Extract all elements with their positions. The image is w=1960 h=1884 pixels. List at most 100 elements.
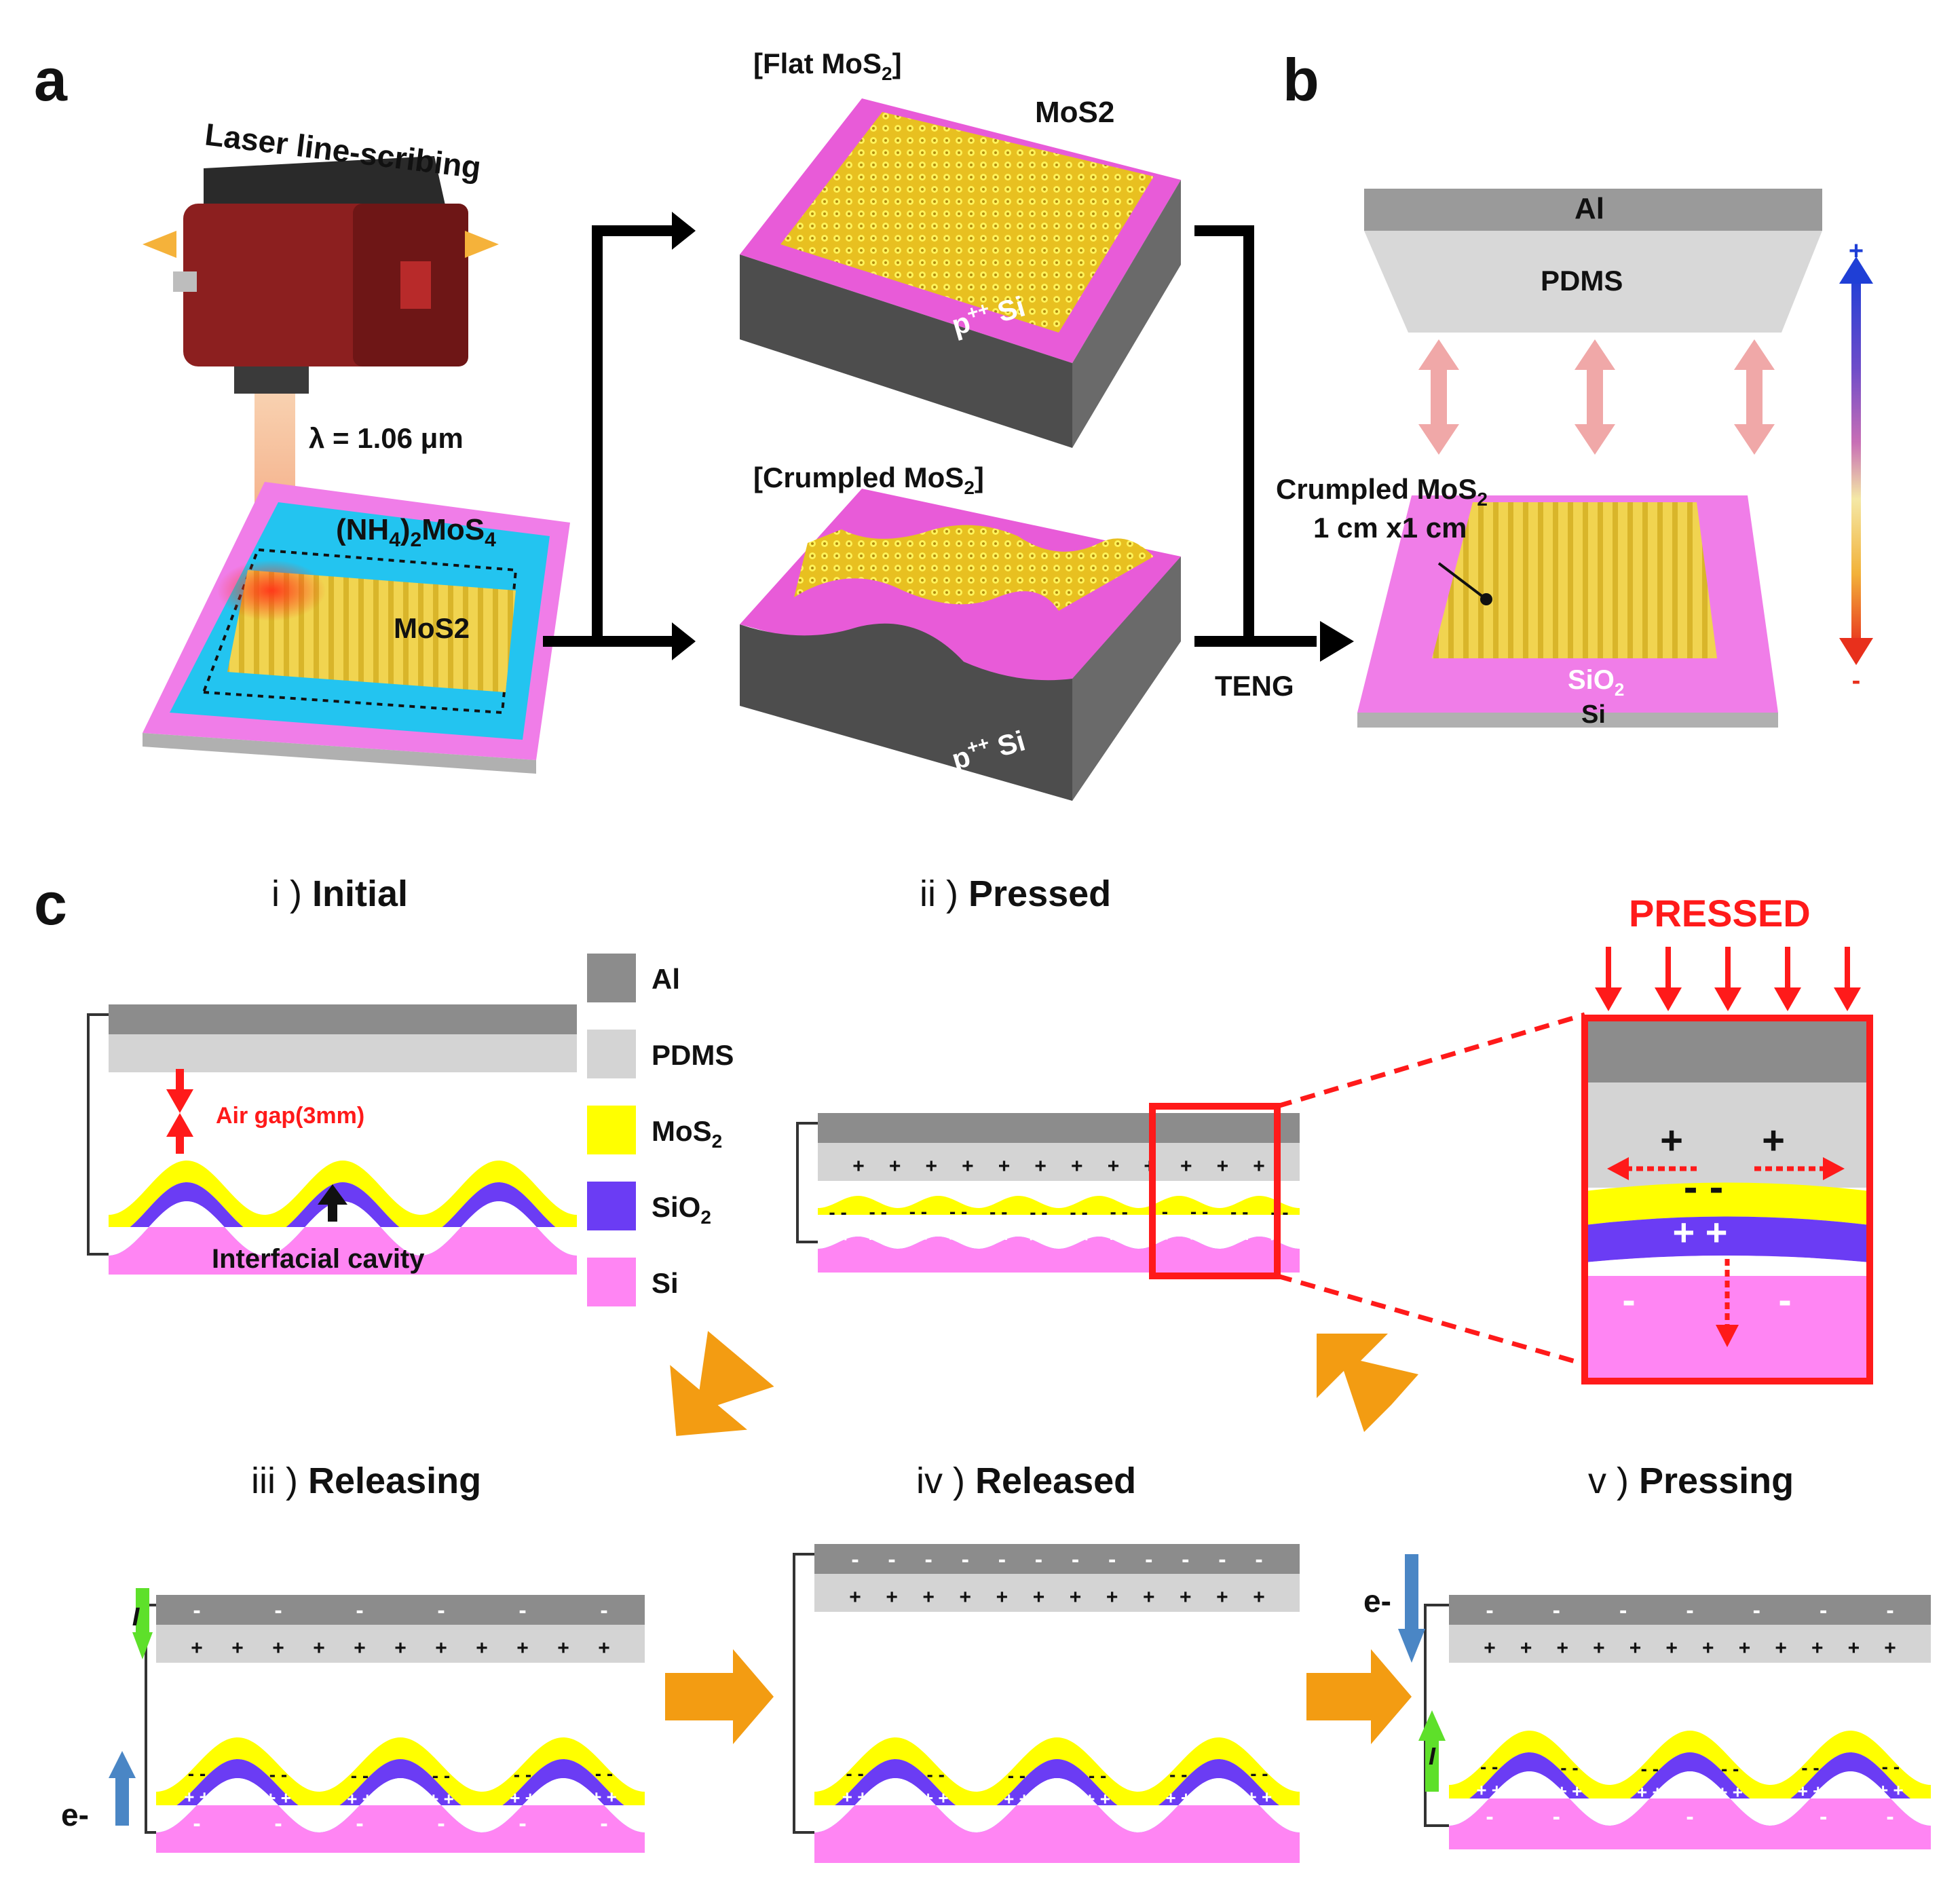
- charge-minus: - -: [846, 1763, 863, 1784]
- charge-minus: -: [1753, 1598, 1760, 1623]
- press-arrow-head: [1655, 987, 1682, 1011]
- zoom-charge-plus: +: [1660, 1118, 1683, 1163]
- charge-plus: +: [435, 1637, 447, 1659]
- si-layer: [156, 1805, 645, 1853]
- zoom-charge-minus: - -: [1684, 1164, 1724, 1211]
- charge-plus: +: [1180, 1586, 1192, 1608]
- flat-title: [Flat MoS2]: [753, 48, 902, 84]
- releasing-current-arrows: [109, 1588, 153, 1826]
- legend-label: Al: [652, 963, 680, 995]
- charge-plus: +: [1143, 1586, 1155, 1608]
- legend-label: Si: [652, 1267, 679, 1299]
- charge-minus: -: [1686, 1598, 1693, 1623]
- zoom-box-small: [1149, 1012, 1585, 1367]
- stage-title-releasing: iii ) Releasing: [251, 1461, 481, 1501]
- charge-plus: +: [313, 1637, 325, 1659]
- charge-minus: - -: [1230, 1201, 1248, 1222]
- zoom-charge-minus: -: [1622, 1278, 1635, 1322]
- charge-plus: +: [1629, 1637, 1642, 1659]
- cavity-fill: [109, 1201, 577, 1256]
- legend-label: PDMS: [652, 1039, 734, 1071]
- interfacial-cavity-label: Interfacial cavity: [212, 1244, 425, 1274]
- charge-plus: +: [1811, 1637, 1824, 1659]
- charge-minus: -: [1553, 1598, 1560, 1623]
- charge-minus: - -: [869, 1201, 887, 1222]
- charge-minus: -: [1486, 1804, 1493, 1830]
- charge-plus: +: [1665, 1637, 1678, 1659]
- charge-plus: +: [1034, 1155, 1047, 1178]
- charge-plus: +: [960, 1586, 972, 1608]
- field-arrow-head: [1607, 1157, 1629, 1180]
- al-layer: [109, 1004, 577, 1034]
- charge-plus: +: [1848, 1637, 1860, 1659]
- charge-plus: + +: [1004, 1788, 1030, 1809]
- circuit-wire: [1424, 1604, 1449, 1827]
- charge-minus: -: [1553, 1804, 1560, 1830]
- stage-released-diagram: ------------++++++++++++- -+ +- -+ +- -+…: [793, 1544, 1300, 1863]
- zoom-sio2: [1585, 1216, 1870, 1262]
- charge-plus: + +: [184, 1787, 210, 1807]
- charge-minus: - -: [1641, 1758, 1659, 1779]
- zoom-detail: ++- -+ +--: [1581, 947, 1873, 1384]
- panel-label-a: a: [34, 46, 68, 113]
- charge-minus: -: [1619, 1598, 1627, 1623]
- charge-minus: -: [962, 1547, 969, 1572]
- charge-minus: -: [1110, 1220, 1117, 1246]
- charge-plus: +: [1593, 1637, 1605, 1659]
- mos2-layer: [1449, 1731, 1931, 1807]
- pdms-layer: [814, 1574, 1300, 1612]
- legend-swatch: [587, 1106, 636, 1154]
- stage-title-released: iv ) Released: [916, 1461, 1136, 1501]
- legend-swatch: [587, 1258, 636, 1306]
- charge-plus: + +: [1106, 1225, 1132, 1245]
- si-layer: [814, 1805, 1300, 1863]
- legend-label: MoS2: [652, 1115, 722, 1152]
- legend-swatch: [587, 1030, 636, 1078]
- field-arrow-head: [1716, 1325, 1739, 1347]
- stage-title-initial: i ) Initial: [271, 873, 408, 914]
- stage-releasing-diagram: ------+++++++++++- -+ +- -+ +- -+ +- -+ …: [145, 1595, 645, 1853]
- pressed-banner: PRESSED: [1629, 892, 1811, 935]
- panel-label-c: c: [34, 870, 67, 937]
- charge-plus: +: [926, 1155, 938, 1178]
- current-label-releasing: I: [132, 1603, 140, 1632]
- charge-minus: -: [1072, 1547, 1079, 1572]
- charge-minus: -: [1255, 1547, 1262, 1572]
- charge-minus: -: [600, 1811, 607, 1836]
- charge-minus: -: [925, 1547, 932, 1572]
- charge-plus: +: [1253, 1586, 1265, 1608]
- charge-plus: +: [598, 1637, 610, 1659]
- charge-plus: +: [1739, 1637, 1751, 1659]
- arrow-left-icon: [143, 231, 176, 258]
- charge-plus: +: [272, 1637, 284, 1659]
- charge-plus: + +: [1878, 1780, 1904, 1801]
- mos2-layer: [814, 1737, 1300, 1813]
- al-label: Al: [1575, 192, 1604, 225]
- charge-plus: +: [1217, 1155, 1229, 1178]
- charge-plus: +: [1884, 1637, 1896, 1659]
- charge-minus: - -: [432, 1765, 450, 1786]
- pdms-layer: [1449, 1625, 1931, 1663]
- charge-plus: +: [1033, 1586, 1045, 1608]
- charge-plus: + +: [1476, 1780, 1502, 1801]
- legend-label: SiO2: [652, 1191, 711, 1228]
- charge-plus: + +: [945, 1224, 971, 1245]
- charge-minus: - -: [990, 1201, 1007, 1222]
- current-label-pressing: I: [1429, 1742, 1436, 1770]
- cavity-arrow: [318, 1184, 347, 1222]
- charge-minus: -: [1219, 1220, 1226, 1246]
- charge-minus: -: [519, 1811, 526, 1836]
- al-layer: [1449, 1595, 1931, 1625]
- charge-minus: -: [1000, 1220, 1008, 1246]
- charge-minus: -: [1145, 1547, 1152, 1572]
- precursor-substrate: [143, 482, 570, 774]
- electron-label-releasing: e-: [61, 1797, 89, 1832]
- charge-minus: -: [1686, 1804, 1693, 1830]
- cycle-arrows: [665, 1331, 1418, 1744]
- flat-mos2-block: [740, 98, 1181, 448]
- al-layer: [814, 1544, 1300, 1574]
- charge-minus: -: [274, 1598, 282, 1623]
- stage-pressed-diagram: ++++++++++++- -+ +- -+ +- -+ +- -+ +- -+…: [796, 1113, 1300, 1273]
- size-label: 1 cm x1 cm: [1313, 512, 1467, 544]
